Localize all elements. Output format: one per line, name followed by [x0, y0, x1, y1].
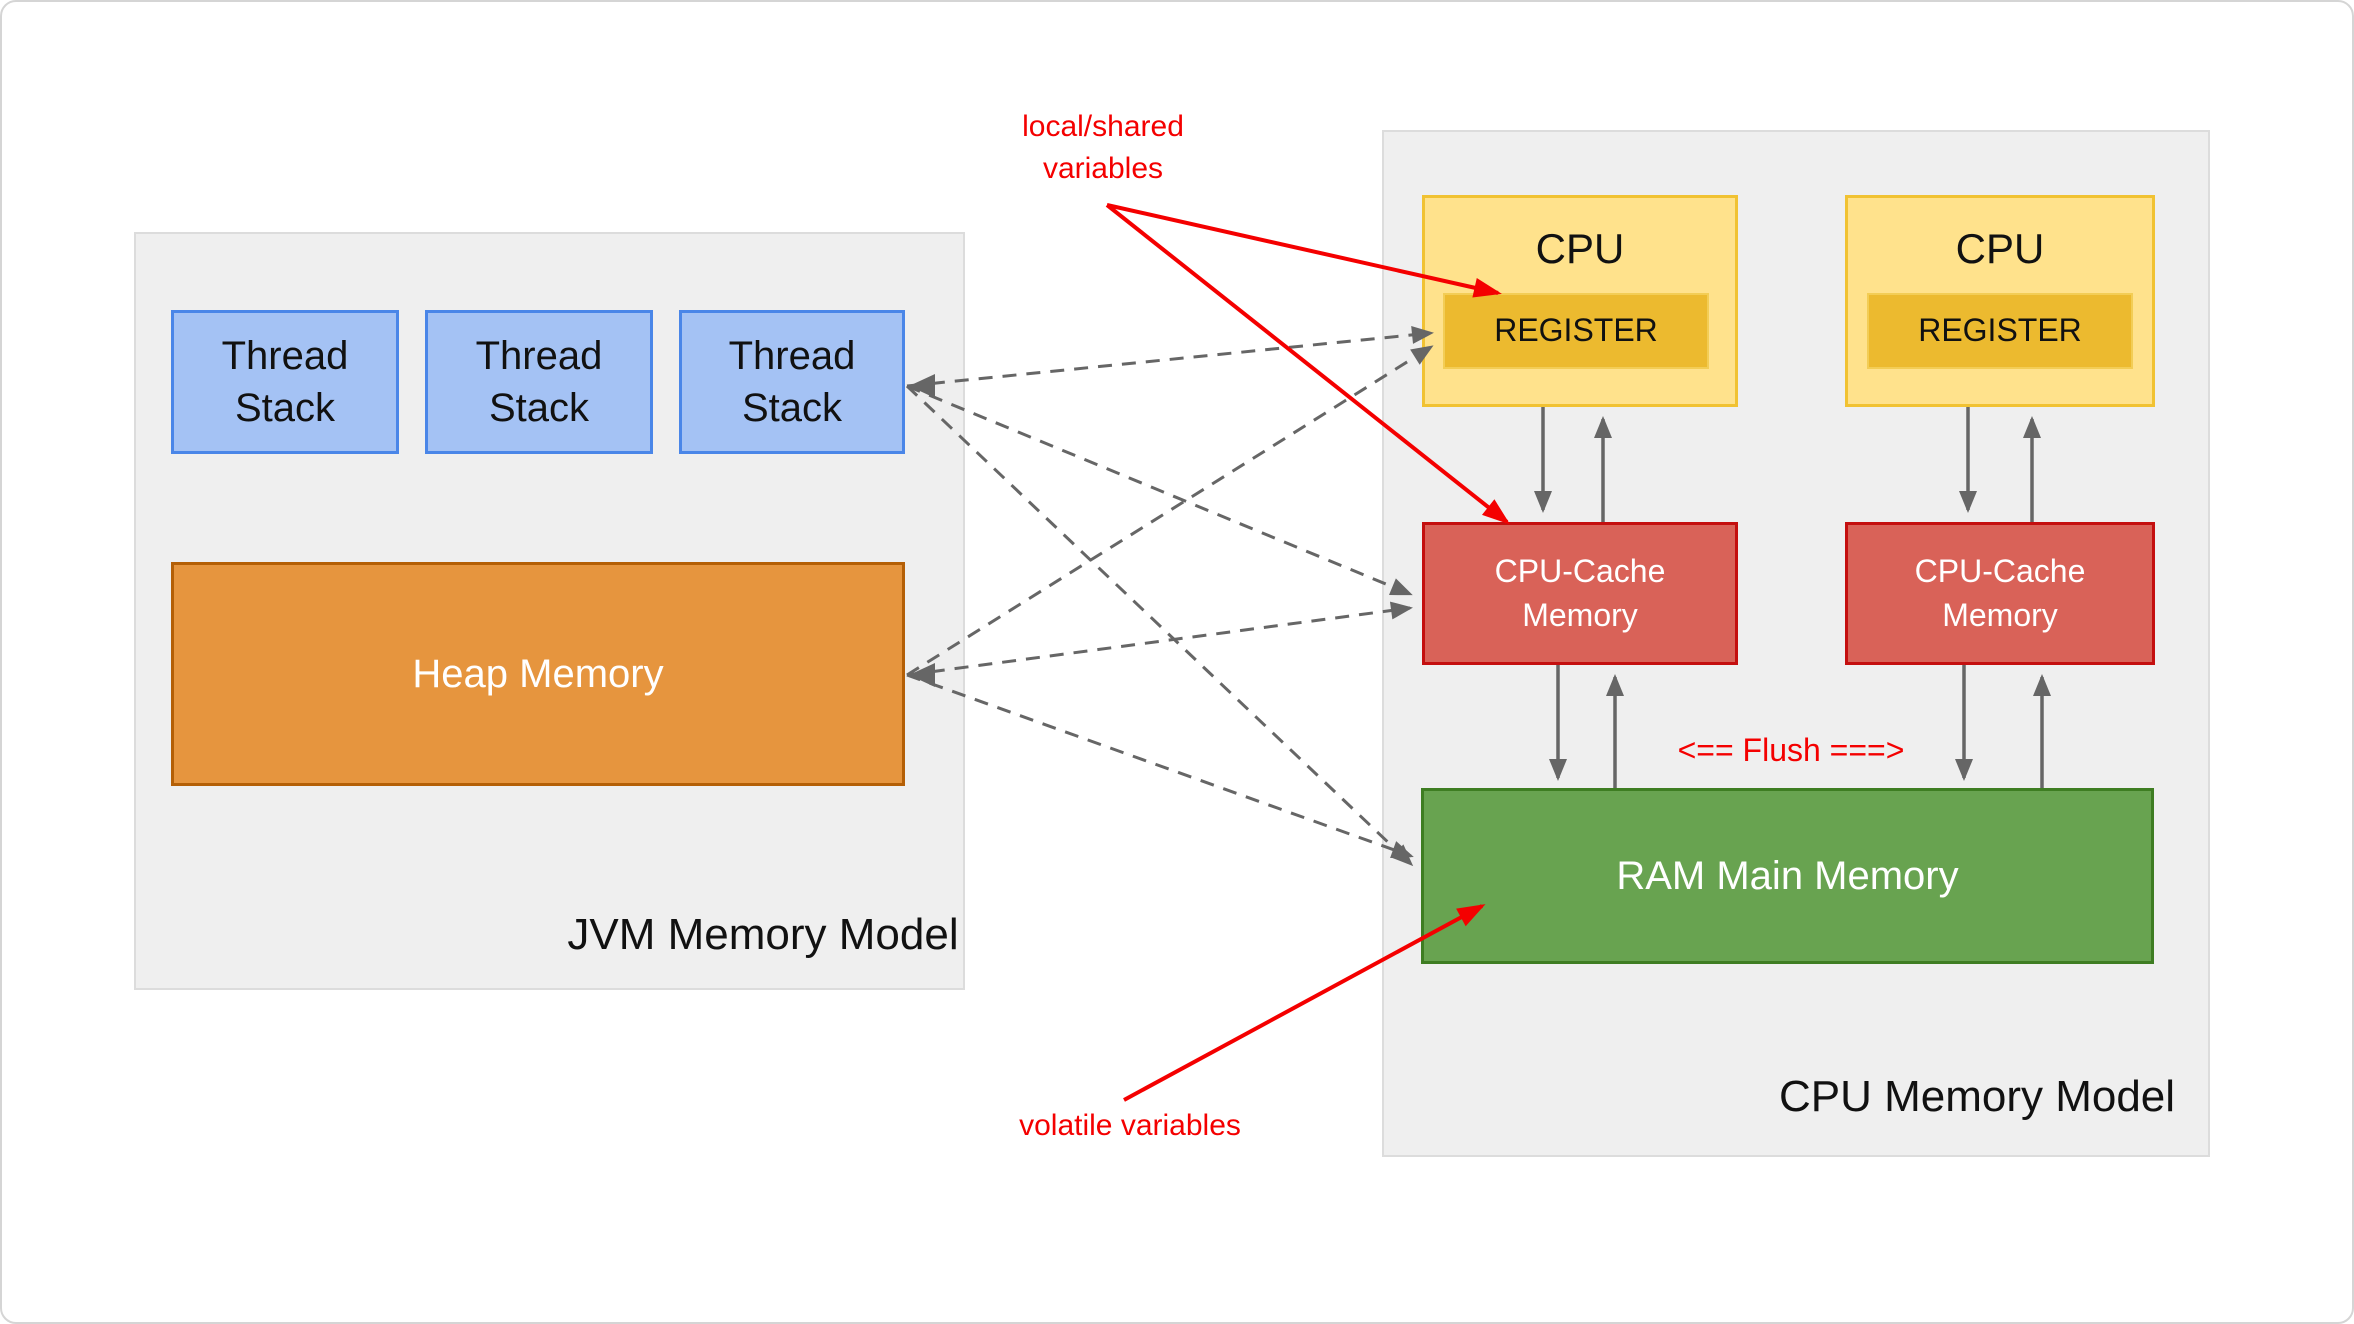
dashed-arrow-threadstack-ram: [905, 384, 1414, 867]
thread-stack-box-1: Thread Stack: [171, 310, 399, 454]
cpu-panel-title: CPU Memory Model: [1778, 1072, 2176, 1121]
dashed-arrow-heap-ram: [906, 673, 1414, 859]
dashed-arrow-heap-register: [906, 345, 1434, 677]
ram-main-memory-box: RAM Main Memory: [1421, 788, 2154, 964]
dashed-arrow-heap-cache: [906, 601, 1413, 677]
thread-stack-box-2: Thread Stack: [425, 310, 653, 454]
dashed-arrow-threadstack-cache: [906, 384, 1413, 596]
cpu-cache-box-2: CPU-Cache Memory: [1845, 522, 2155, 665]
jvm-panel-title: JVM Memory Model: [567, 910, 959, 959]
register-box-1: REGISTER: [1443, 293, 1709, 369]
register-box-2: REGISTER: [1867, 293, 2133, 369]
volatile-variables-annotation: volatile variables: [1019, 1109, 1241, 1142]
local-shared-variables-annotation: local/shared variables: [1022, 110, 1184, 185]
thread-stack-box-3: Thread Stack: [679, 310, 905, 454]
cpu-cache-box-1: CPU-Cache Memory: [1422, 522, 1738, 665]
heap-memory-box: Heap Memory: [171, 562, 905, 786]
flush-annotation: <== Flush ===>: [1677, 732, 1905, 768]
dashed-arrow-threadstack-register: [906, 325, 1434, 388]
dashed-connectors: [905, 325, 1434, 867]
